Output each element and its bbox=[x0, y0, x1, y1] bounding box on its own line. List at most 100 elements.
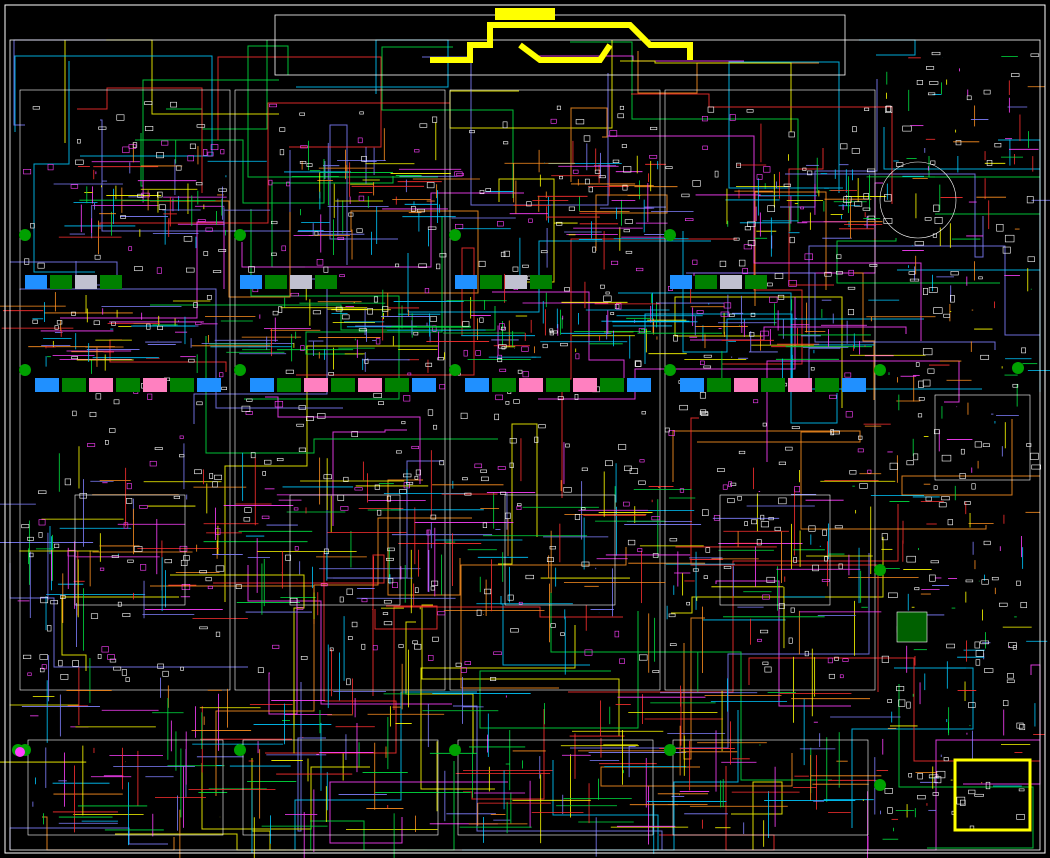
component bbox=[347, 636, 353, 640]
trace bbox=[463, 709, 545, 800]
component bbox=[699, 411, 709, 416]
component bbox=[482, 522, 488, 528]
component bbox=[38, 490, 47, 494]
component bbox=[186, 267, 195, 273]
component bbox=[415, 469, 421, 476]
component bbox=[600, 284, 605, 289]
component bbox=[312, 310, 322, 315]
component bbox=[918, 397, 925, 401]
component bbox=[430, 586, 435, 591]
trace bbox=[329, 781, 508, 844]
component bbox=[126, 498, 133, 504]
component bbox=[279, 149, 285, 156]
component bbox=[464, 661, 471, 665]
component bbox=[788, 637, 793, 644]
component bbox=[964, 501, 971, 505]
component bbox=[926, 66, 935, 70]
component bbox=[439, 460, 445, 466]
component bbox=[433, 424, 438, 430]
component bbox=[560, 343, 568, 347]
pad bbox=[412, 378, 436, 392]
component bbox=[790, 607, 795, 613]
component bbox=[290, 292, 300, 297]
pad bbox=[100, 275, 122, 289]
component bbox=[30, 223, 35, 229]
component bbox=[41, 664, 47, 670]
component bbox=[534, 436, 539, 443]
component bbox=[639, 459, 645, 463]
component bbox=[183, 236, 193, 242]
component bbox=[760, 514, 765, 521]
component bbox=[929, 574, 936, 582]
component bbox=[373, 392, 382, 398]
component bbox=[359, 111, 364, 115]
component bbox=[564, 287, 570, 292]
component bbox=[382, 306, 389, 312]
component bbox=[934, 217, 943, 224]
component bbox=[221, 386, 227, 390]
component bbox=[105, 440, 109, 445]
component bbox=[982, 443, 990, 447]
component bbox=[107, 654, 115, 660]
pad bbox=[815, 378, 839, 392]
component bbox=[507, 594, 514, 601]
component bbox=[93, 320, 100, 326]
component bbox=[619, 658, 625, 664]
component bbox=[342, 314, 350, 320]
component bbox=[244, 507, 252, 513]
component bbox=[215, 631, 221, 637]
component bbox=[87, 443, 96, 447]
component bbox=[261, 515, 270, 519]
component bbox=[978, 276, 983, 280]
component bbox=[619, 105, 624, 110]
component bbox=[887, 699, 893, 703]
component bbox=[849, 470, 857, 475]
component bbox=[516, 506, 522, 511]
component bbox=[827, 657, 833, 664]
component bbox=[1008, 642, 1017, 648]
component bbox=[272, 644, 280, 649]
component bbox=[455, 662, 462, 667]
component bbox=[300, 656, 308, 660]
pad bbox=[385, 378, 409, 392]
component bbox=[522, 371, 529, 378]
component bbox=[717, 468, 725, 472]
component bbox=[113, 399, 120, 405]
component bbox=[298, 447, 307, 452]
component bbox=[575, 119, 585, 125]
component bbox=[929, 81, 939, 85]
component bbox=[414, 475, 419, 480]
component bbox=[692, 568, 699, 572]
component bbox=[887, 807, 893, 814]
component bbox=[538, 424, 546, 429]
component bbox=[243, 517, 251, 522]
module-3 bbox=[356, 89, 725, 857]
component bbox=[361, 643, 366, 650]
component bbox=[179, 454, 185, 458]
component bbox=[744, 521, 748, 526]
component bbox=[867, 469, 872, 474]
component bbox=[778, 603, 785, 609]
component bbox=[517, 369, 523, 374]
component bbox=[851, 148, 860, 154]
component bbox=[843, 196, 852, 203]
component bbox=[1031, 464, 1041, 470]
component bbox=[300, 145, 308, 149]
component bbox=[950, 271, 959, 276]
component bbox=[205, 227, 213, 232]
component bbox=[509, 438, 517, 444]
component bbox=[134, 266, 143, 272]
component bbox=[565, 443, 570, 448]
component bbox=[71, 311, 76, 316]
component bbox=[1026, 443, 1032, 447]
component bbox=[218, 249, 227, 252]
component bbox=[686, 601, 691, 606]
pad bbox=[50, 275, 72, 289]
component bbox=[361, 155, 367, 162]
component bbox=[916, 80, 923, 85]
component bbox=[760, 629, 769, 634]
component bbox=[583, 135, 591, 142]
mounting-hole bbox=[1012, 362, 1024, 374]
bga-footprint bbox=[719, 494, 831, 606]
